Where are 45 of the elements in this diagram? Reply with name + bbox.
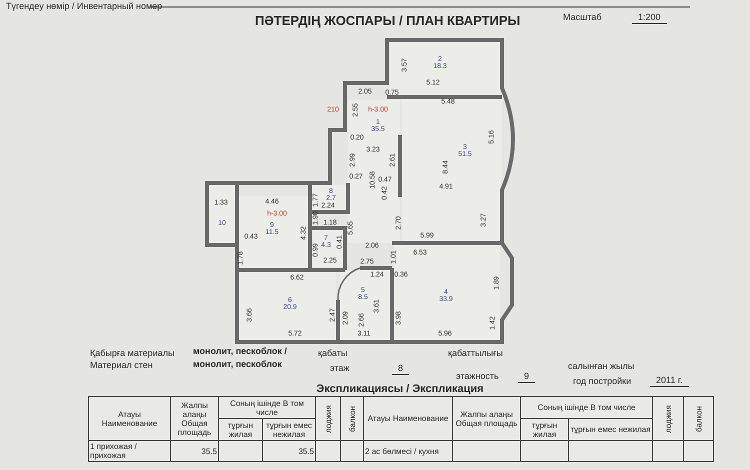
- table-header-cell: лоджия: [316, 396, 341, 440]
- room-floor: [312, 185, 346, 211]
- room-floor: [239, 196, 309, 268]
- room-floor: [402, 98, 502, 243]
- table-header-cell: тұрғын жилая: [520, 418, 569, 440]
- room-floor: [239, 272, 336, 340]
- field-label: монолит, пескоблок /: [193, 347, 287, 356]
- room-floor: [348, 100, 400, 243]
- room-floor: [394, 245, 500, 340]
- table-header-cell: лоджия: [652, 396, 684, 440]
- room-floor: [209, 185, 235, 243]
- field-label: этаж: [330, 364, 350, 373]
- room-floor: [340, 270, 390, 340]
- table-header-cell: балкон: [684, 396, 714, 440]
- field-value: 9: [518, 372, 536, 383]
- field-value: 8: [392, 364, 410, 375]
- table-header-cell: балкон: [340, 396, 364, 440]
- header-label: Түгендеу нөмір / Инвентарный номер: [6, 2, 162, 11]
- field-label: Қабырға материалы: [90, 349, 174, 358]
- table-header-cell: тұрғын жилая: [218, 418, 262, 440]
- field-value: 2011 г.: [650, 376, 689, 387]
- table-header-cell: Атауы Наименование: [88, 396, 170, 440]
- field-label: этажность: [456, 372, 499, 381]
- table-title: Экспликациясы / Экспликация: [316, 384, 484, 395]
- table-cell: 35.5: [170, 440, 218, 462]
- field-label: қабаты: [318, 349, 348, 358]
- scale-label: Масштаб: [563, 13, 602, 22]
- table-header-cell: Жалпы алаңы Общая площадь: [452, 396, 521, 440]
- table-cell: 1 прихожая / прихожая: [88, 440, 170, 462]
- table-header-cell: тұрғын емес нежилая: [262, 418, 316, 440]
- table-cell: 35.5: [262, 440, 316, 462]
- field-label: год постройки: [573, 377, 632, 386]
- table-header-cell: Атауы Наименование: [364, 396, 453, 440]
- table-header-cell: Соның ішінде В том числе: [218, 396, 316, 418]
- plan-title: ПӘТЕРДІҢ ЖОСПАРЫ / ПЛАН КВАРТИРЫ: [255, 14, 520, 27]
- table-header-cell: Соның ішінде В том числе: [520, 396, 653, 418]
- table-header-cell: Жалпы алаңы Общая площадь: [170, 396, 218, 440]
- field-label: монолит, пескоблок: [193, 360, 282, 369]
- field-label: Материал стен: [90, 361, 153, 370]
- table-header-cell: тұрғын емес нежилая: [568, 418, 653, 440]
- field-label: салынған жылы: [568, 362, 634, 371]
- field-label: қабаттылығы: [448, 349, 503, 358]
- scale-value: 1:200: [632, 13, 667, 24]
- table-cell: 2 ас бөлмесі / кухня: [364, 440, 453, 462]
- room-floor: [313, 229, 345, 267]
